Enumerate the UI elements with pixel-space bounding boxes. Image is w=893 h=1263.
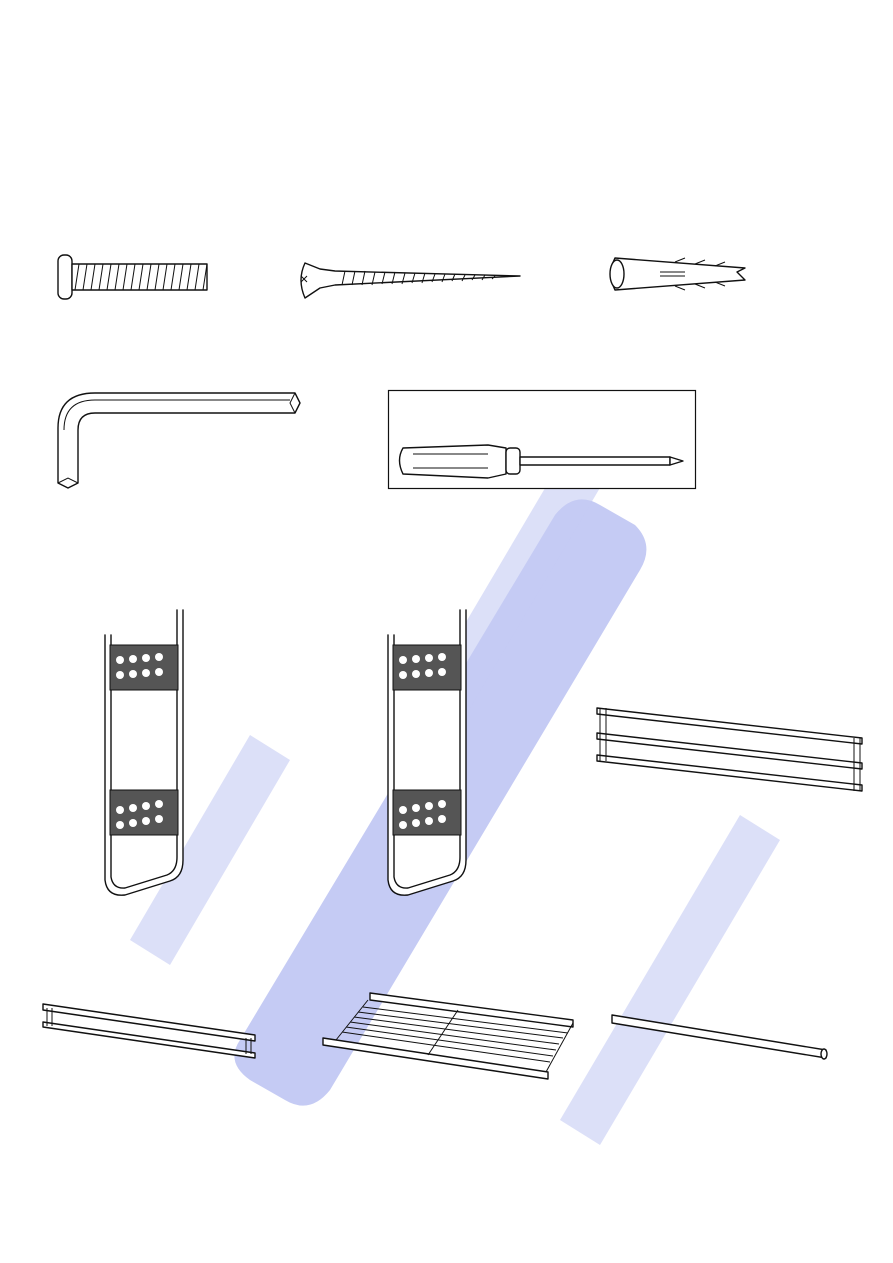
wall-anchor-icon bbox=[605, 254, 755, 294]
allen-key-icon bbox=[50, 388, 310, 493]
side-frame-left bbox=[95, 605, 195, 905]
wood-screw-icon bbox=[295, 258, 530, 303]
front-rail bbox=[40, 1000, 260, 1060]
screwdriver-box bbox=[388, 390, 698, 490]
side-frame-right bbox=[378, 605, 478, 905]
bolt-icon bbox=[55, 252, 215, 302]
back-rail-assembly bbox=[592, 703, 872, 798]
single-tube bbox=[608, 1010, 833, 1065]
wire-shelf bbox=[318, 990, 583, 1085]
